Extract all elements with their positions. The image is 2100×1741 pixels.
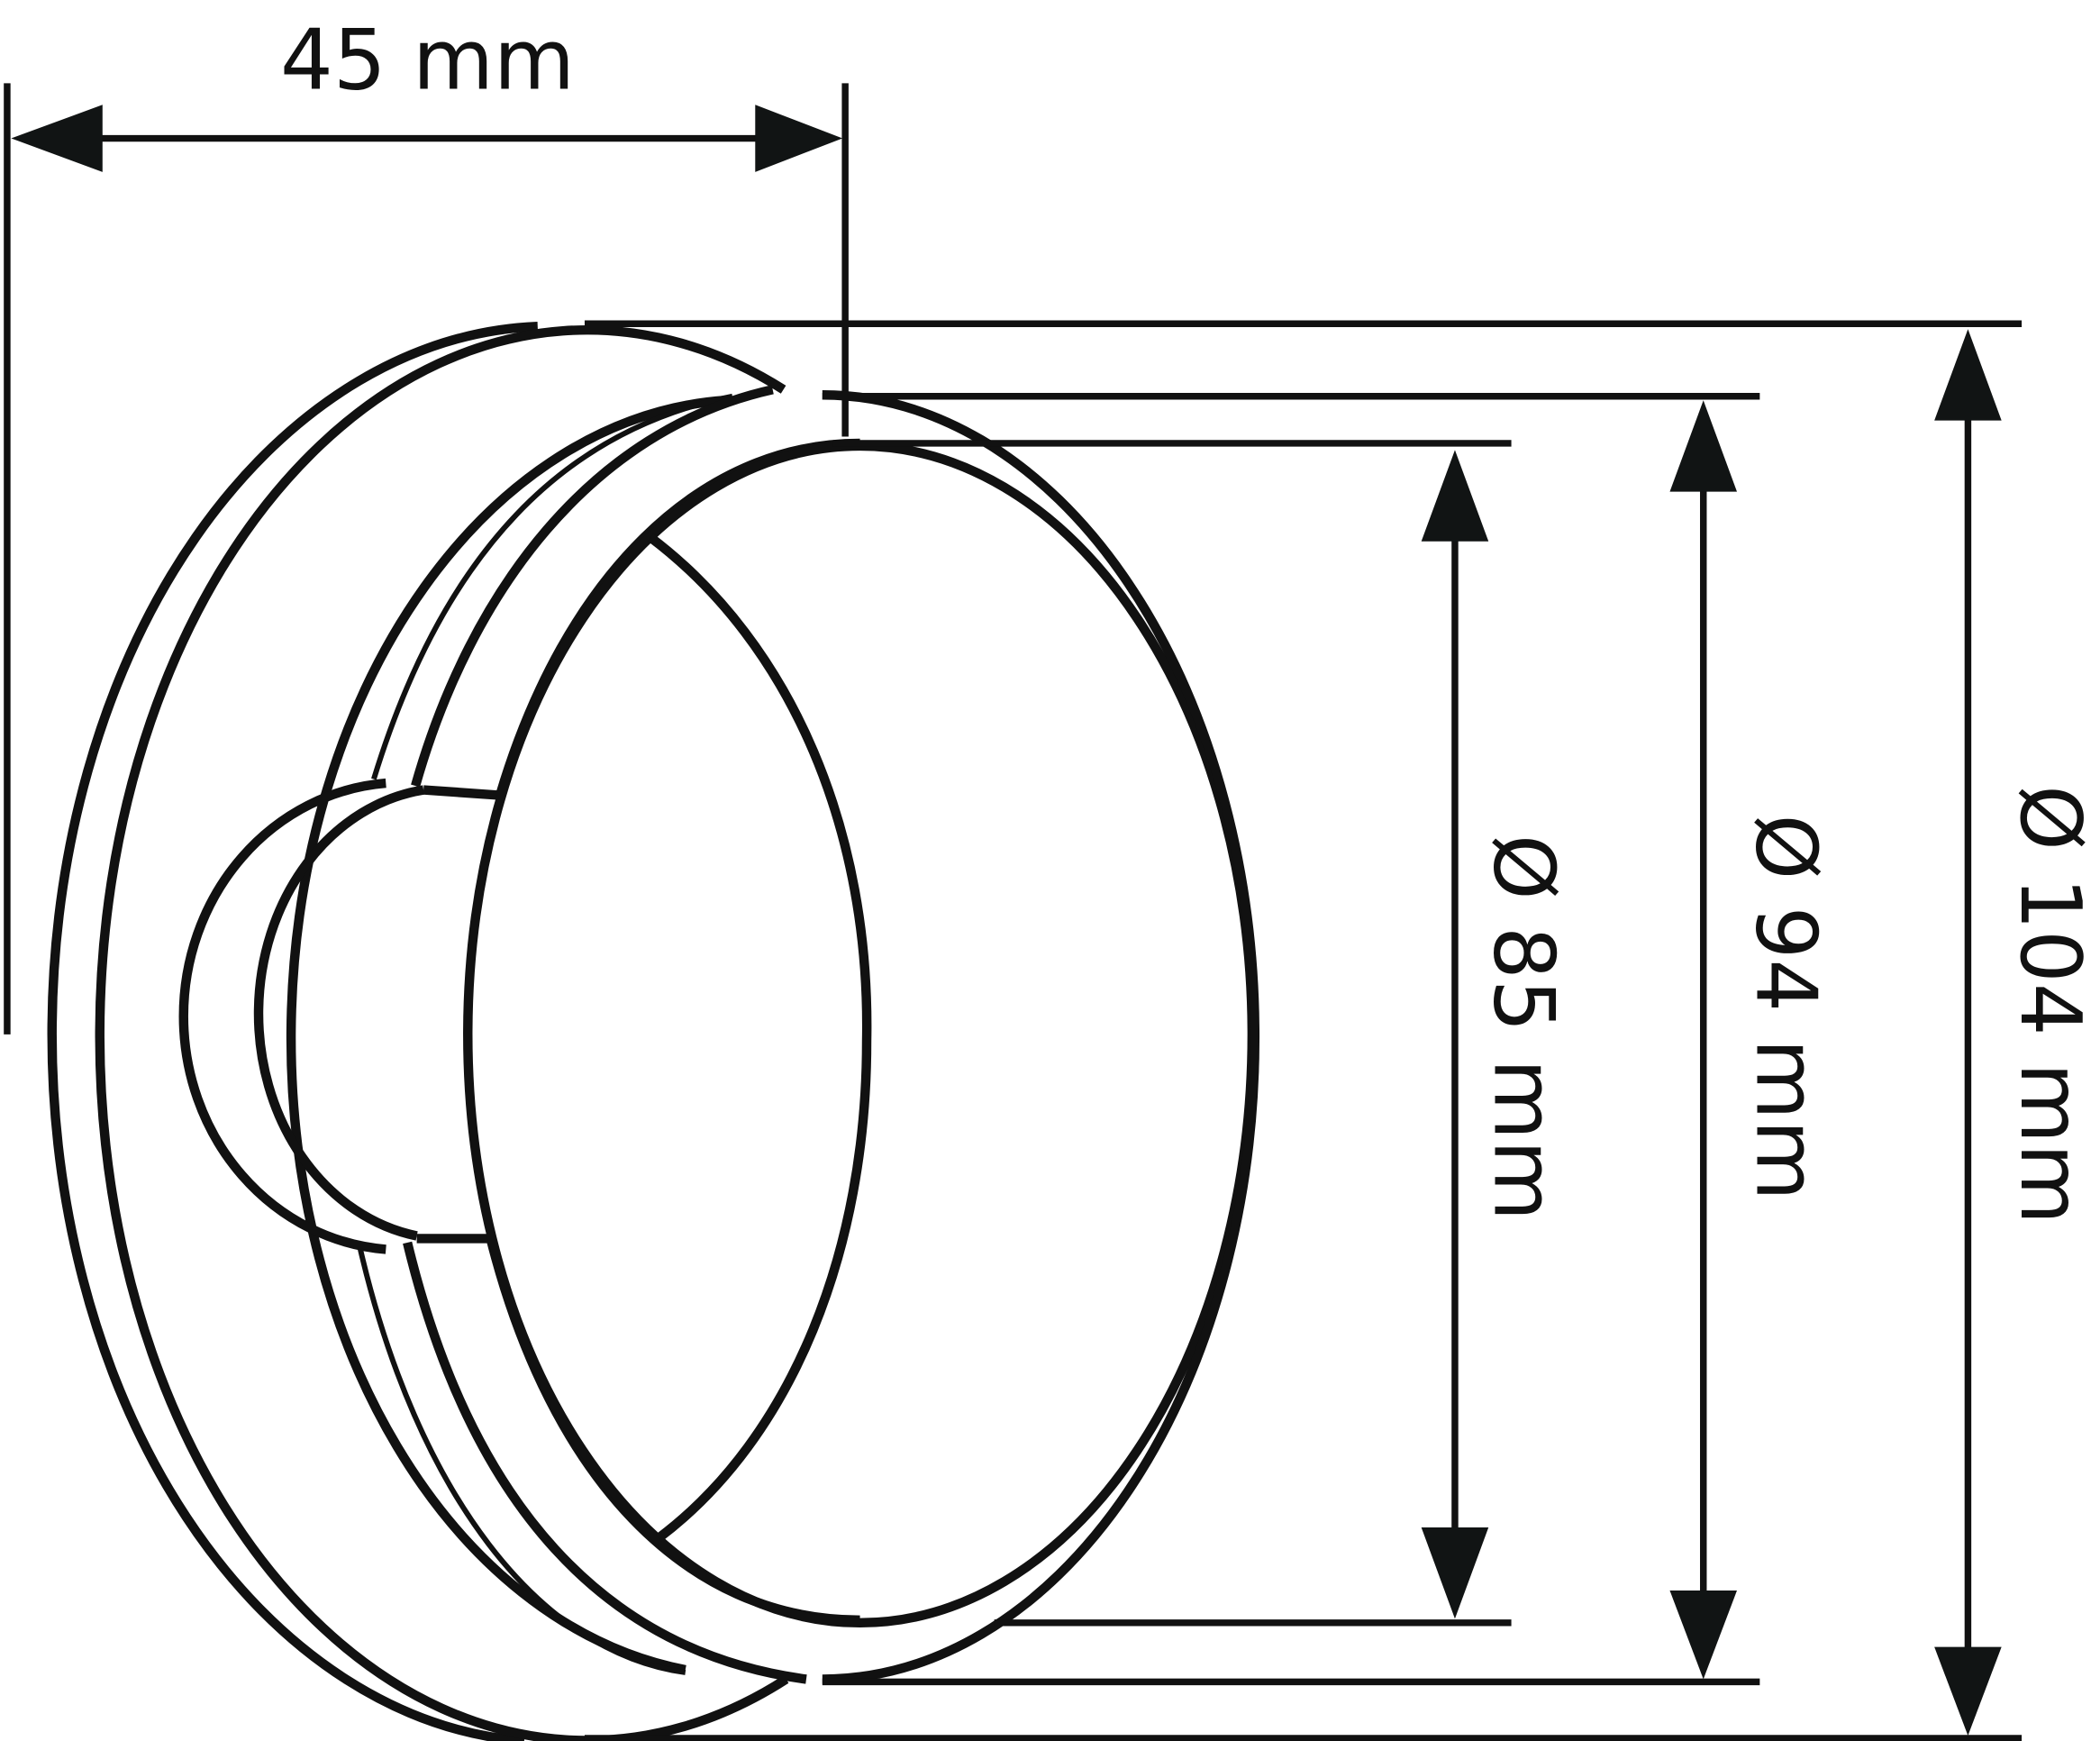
part-outline (47, 322, 1259, 1741)
diameter-104-label: Ø 104 mm (2002, 785, 2099, 1225)
inner-bore-edge (647, 533, 872, 1543)
flange-inner-edge (286, 396, 726, 1675)
arrowhead-right (755, 105, 843, 172)
diameter-94-dimension: Ø 94 mm (1669, 400, 1834, 1680)
arrowhead-top (1669, 400, 1738, 492)
front-opening (463, 441, 1258, 1628)
arrowhead-bottom (1421, 1527, 1489, 1619)
diameter-85-dimension: Ø 85 mm (1421, 450, 1573, 1619)
arrowhead-bottom (1934, 1646, 2002, 1736)
diameter-104-dimension: Ø 104 mm (1934, 329, 2099, 1736)
collar-thin-top (371, 393, 733, 780)
outer-flange-edge (47, 322, 539, 1741)
outer-sleeve (822, 390, 1259, 1684)
notch-inner-arc (253, 785, 424, 1241)
diameter-85-label: Ø 85 mm (1476, 834, 1573, 1221)
arrowhead-left (11, 105, 103, 172)
extension-lines (584, 320, 2023, 1741)
notch-outer-arc (178, 778, 386, 1254)
diameter-94-label: Ø 94 mm (1737, 815, 1834, 1201)
flange-front-edge (95, 324, 789, 1741)
collar-bottom (403, 1241, 807, 1684)
depth-dimension: 45 mm (4, 11, 849, 1035)
depth-label: 45 mm (280, 11, 575, 108)
collar-top (411, 385, 774, 788)
arrowhead-bottom (1669, 1591, 1738, 1680)
arrowhead-top (1421, 450, 1489, 542)
arrowhead-top (1934, 329, 2002, 421)
collar-thin-bottom (358, 1248, 686, 1675)
